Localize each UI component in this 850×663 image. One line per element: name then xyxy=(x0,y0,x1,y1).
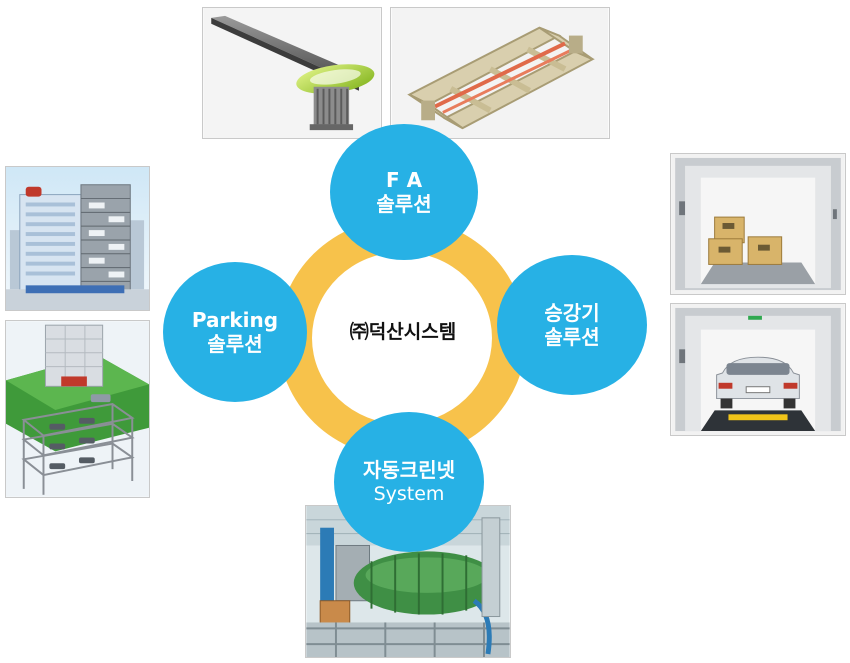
fa-transfer-frame-photo xyxy=(390,7,610,139)
fa-overhead-rail-illustration xyxy=(203,8,381,138)
fa-solution-node: F A 솔루션 xyxy=(330,124,478,260)
clean-net-system-line2: System xyxy=(373,483,445,505)
fa-solution-line2: 솔루션 xyxy=(376,192,432,216)
center-company-label: ㈜덕산시스템 xyxy=(318,310,488,350)
fa-overhead-rail-photo xyxy=(202,7,382,139)
lift-solution-line1: 승강기 xyxy=(544,301,600,325)
parking-solution-line1: Parking xyxy=(191,308,279,332)
center-label-text: ㈜덕산시스템 xyxy=(349,320,457,343)
parking-tower-photo xyxy=(5,166,150,311)
freight-elevator-photo xyxy=(670,153,846,295)
parking-solution-line2: 솔루션 xyxy=(207,332,263,356)
fa-transfer-frame-illustration xyxy=(391,8,609,138)
clean-net-system-node: 자동크린넷 System xyxy=(334,412,484,552)
parking-tower-illustration xyxy=(6,167,149,310)
parking-structure-photo xyxy=(5,320,150,498)
parking-structure-illustration xyxy=(6,321,149,497)
lift-solution-line2: 솔루션 xyxy=(544,325,600,349)
freight-elevator-illustration xyxy=(671,154,845,294)
parking-solution-node: Parking 솔루션 xyxy=(163,262,307,402)
lift-solution-node: 승강기 솔루션 xyxy=(497,255,647,395)
clean-net-system-line1: 자동크린넷 xyxy=(363,458,455,482)
car-elevator-illustration xyxy=(671,304,845,435)
fa-solution-line1: F A xyxy=(385,168,423,192)
car-elevator-photo xyxy=(670,303,846,436)
